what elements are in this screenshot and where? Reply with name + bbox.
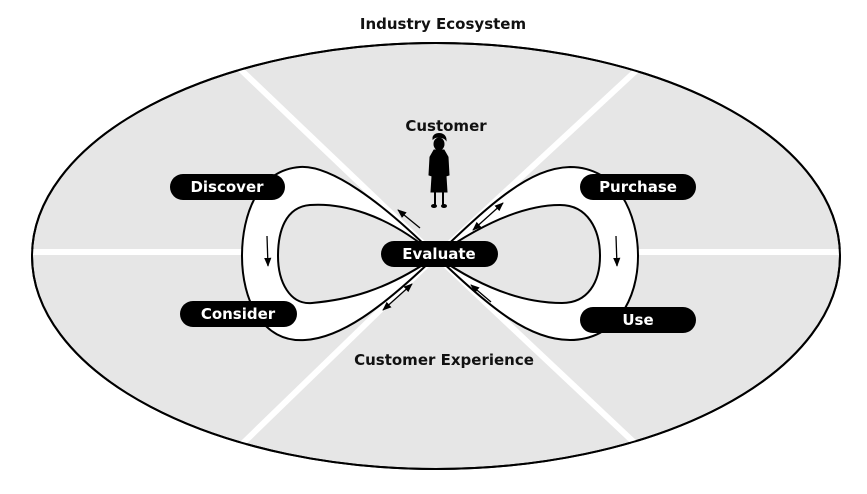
stage-use-label: Use xyxy=(622,311,653,329)
direction-arrow-icon xyxy=(264,235,272,267)
direction-arrow-icon xyxy=(382,283,413,311)
customer-label: Customer xyxy=(405,117,487,135)
stage-purchase-label: Purchase xyxy=(599,178,677,196)
customer-experience-label: Customer Experience xyxy=(354,351,534,369)
stage-discover: Discover xyxy=(170,174,285,200)
stage-consider-label: Consider xyxy=(201,305,276,323)
stage-evaluate-label: Evaluate xyxy=(402,245,475,263)
stage-use: Use xyxy=(580,307,696,333)
direction-arrow-icon xyxy=(397,209,421,229)
ecosystem-title: Industry Ecosystem xyxy=(360,15,526,33)
stage-consider: Consider xyxy=(180,301,297,327)
customer-person-icon xyxy=(428,133,450,208)
stage-purchase: Purchase xyxy=(580,174,696,200)
direction-arrows xyxy=(264,202,621,311)
direction-arrow-icon xyxy=(472,202,504,231)
stage-discover-label: Discover xyxy=(190,178,264,196)
direction-arrow-icon xyxy=(470,284,492,303)
direction-arrow-icon xyxy=(613,235,621,267)
stage-evaluate: Evaluate xyxy=(381,241,498,267)
